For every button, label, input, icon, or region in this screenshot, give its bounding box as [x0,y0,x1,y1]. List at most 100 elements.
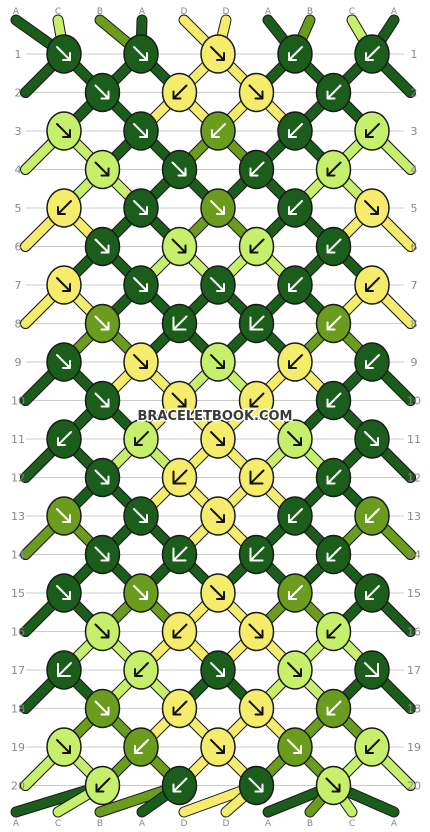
row-label-right: 19 [407,741,421,754]
knot [123,111,159,151]
row-label-right: 12 [407,472,421,485]
knot-arrow-icon [364,662,379,677]
knot [161,72,198,113]
knot [123,496,159,536]
knot [46,34,82,74]
knot [46,496,82,536]
knot-arrow-icon [288,585,303,600]
knot-arrow-icon [249,546,265,562]
row-label-right: 3 [411,125,418,138]
knot [46,650,82,690]
row-label-left: 1 [15,48,22,61]
knot-arrow-icon [248,623,264,639]
knot [238,457,275,498]
row-label-right: 6 [411,241,418,254]
bottom-string-label: A [13,819,20,829]
knot-arrow-icon [287,431,302,446]
knot [200,265,236,305]
top-string-label: D [223,7,230,17]
row-label-left: 3 [15,125,22,138]
knot [277,650,313,690]
knot-arrow-icon [172,546,188,562]
row-label-left: 10 [11,395,25,408]
knot-arrow-icon [133,200,148,215]
row-label-left: 19 [11,741,25,754]
knot-arrow-icon [171,392,187,408]
row-label-right: 8 [411,318,418,331]
knot [354,573,390,613]
knot-arrow-icon [249,315,265,331]
knot [46,573,82,613]
knot-arrow-icon [326,700,342,716]
knot [315,72,352,113]
top-string-label: D [181,7,188,17]
knot [277,496,313,536]
knot [200,342,236,382]
knot-arrow-icon [133,354,148,369]
knot-arrow-icon [56,508,71,523]
knot-arrow-icon [287,662,302,677]
knot-arrow-icon [249,161,265,177]
bottom-string-label: B [97,819,103,829]
knot-arrow-icon [94,315,110,331]
knot-arrow-icon [171,238,187,254]
knot-arrow-icon [248,700,264,716]
row-label-right: 14 [407,549,421,562]
knot-arrow-icon [94,469,110,485]
bottom-string-label: D [223,819,230,829]
bottom-string-label: B [307,819,313,829]
knot-arrow-icon [210,508,225,523]
knot-arrow-icon [172,777,188,793]
row-label-right: 1 [411,48,418,61]
knot-arrow-icon [325,777,341,793]
row-label-right: 5 [411,202,418,215]
knot [46,265,82,305]
bottom-string-label: A [391,819,398,829]
row-label-left: 9 [15,356,22,369]
knot-arrow-icon [95,777,111,793]
knot-arrow-icon [172,315,188,331]
knot-arrow-icon [365,354,380,369]
knot-arrow-icon [57,200,72,215]
knot [277,111,313,151]
top-string-label: A [391,7,398,17]
knot-arrow-icon [365,277,380,292]
knot [161,226,198,267]
knot [84,226,121,267]
knot [315,688,352,729]
knot-arrow-icon [287,739,302,754]
bottom-string-label: A [139,819,146,829]
row-label-right: 11 [407,433,421,446]
knot-arrow-icon [210,662,225,677]
knot-arrow-icon [94,84,110,100]
knot-arrow-icon [288,277,303,292]
knot-arrow-icon [210,354,225,369]
knot [46,188,82,228]
knot-arrow-icon [171,161,187,177]
row-label-right: 4 [411,164,418,177]
knot [238,226,275,267]
row-label-left: 18 [11,703,25,716]
knot-arrow-icon [210,200,225,215]
knot [354,34,390,74]
knot [161,303,198,344]
knot [84,765,121,806]
knot-arrow-icon [57,662,72,677]
knot-arrow-icon [56,739,71,754]
knot [200,650,236,690]
knot [238,688,275,729]
knot-arrow-icon [94,700,110,716]
knot-arrow-icon [94,623,110,639]
knot-arrow-icon [365,123,380,138]
knot-arrow-icon [326,315,342,331]
knot [200,188,236,228]
knot-arrow-icon [288,200,303,215]
knot-arrow-icon [326,623,342,639]
knot-grid [46,34,390,806]
knot-arrow-icon [365,739,380,754]
knot [161,534,198,575]
knot [161,611,198,652]
